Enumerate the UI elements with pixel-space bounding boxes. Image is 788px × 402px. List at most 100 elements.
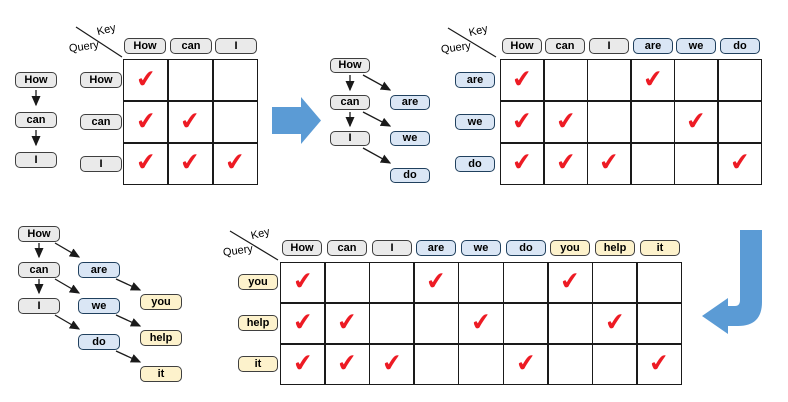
m1-key-how: How — [124, 38, 166, 54]
matrix-cell: ✔ — [593, 303, 637, 344]
matrix-cell — [548, 303, 592, 344]
matrix-cell: ✔ — [414, 263, 458, 303]
m1-key-axis-label: Key — [95, 21, 118, 39]
check-icon: ✔ — [134, 63, 158, 94]
matrix-cell: ✔ — [370, 344, 414, 384]
matrix-cell: ✔ — [325, 344, 369, 384]
m3-query-help: help — [238, 315, 278, 331]
p2-tree-token-we: we — [390, 131, 430, 146]
check-icon: ✔ — [510, 147, 534, 178]
m2-key-do: do — [720, 38, 760, 54]
matrix-cell — [414, 344, 458, 384]
m3-key-axis-label: Key — [249, 225, 272, 243]
m2-query-do: do — [455, 156, 495, 172]
matrix-cell — [213, 101, 257, 143]
matrix-cell: ✔ — [213, 143, 257, 184]
matrix-cell — [414, 303, 458, 344]
matrix-cell: ✔ — [124, 101, 168, 143]
matrix-cell: ✔ — [548, 263, 592, 303]
m1-query-how: How — [80, 72, 122, 88]
p3-tree-token-you: you — [140, 294, 182, 310]
matrix-cell: ✔ — [281, 263, 325, 303]
matrix-cell — [588, 101, 631, 143]
m3-query-you: you — [238, 274, 278, 290]
p3-tree-token-do: do — [78, 334, 120, 350]
p2-tree-token-are: are — [390, 95, 430, 110]
p2-tree-token-can: can — [330, 95, 370, 110]
matrix-cell — [544, 60, 587, 101]
matrix-cell: ✔ — [168, 143, 213, 184]
m3-key-can: can — [327, 240, 367, 256]
matrix-cell — [631, 101, 674, 143]
p3-tree-token-are: are — [78, 262, 120, 278]
p3-arrow-can-we — [54, 278, 81, 294]
m3-key-do: do — [506, 240, 546, 256]
m3-key-how: How — [282, 240, 322, 256]
matrix-cell: ✔ — [544, 101, 587, 143]
matrix-cell — [718, 101, 761, 143]
m2-key-we: we — [676, 38, 716, 54]
matrix-cell: ✔ — [325, 303, 369, 344]
check-icon: ✔ — [335, 307, 359, 337]
matrix-cell — [503, 263, 548, 303]
matrix-cell — [370, 263, 414, 303]
matrix-cell — [548, 344, 592, 384]
right-block-arrow — [272, 97, 321, 144]
p3-tree-token-we: we — [78, 298, 120, 314]
m3-key-it: it — [640, 240, 680, 256]
m1-key-can: can — [170, 38, 212, 54]
p2-arrow-can-we — [362, 111, 392, 127]
check-icon: ✔ — [134, 105, 158, 136]
matrix-cell — [593, 344, 637, 384]
check-icon: ✔ — [179, 147, 202, 178]
matrix-cell — [459, 263, 503, 303]
check-icon: ✔ — [291, 347, 315, 378]
matrix-cell — [325, 263, 369, 303]
matrix-cell — [593, 263, 637, 303]
p2-tree-token-how: How — [330, 58, 370, 73]
check-icon: ✔ — [291, 307, 315, 337]
matrix-cell — [637, 303, 681, 344]
matrix-cell — [588, 60, 631, 101]
down-left-turn-arrow — [702, 230, 762, 334]
matrix-cell — [459, 344, 503, 384]
m2-key-i: I — [589, 38, 629, 54]
matrix-cell: ✔ — [281, 303, 325, 344]
p3-arrow-i-do — [54, 314, 81, 330]
matrix-cell: ✔ — [124, 60, 168, 101]
matrix-cell: ✔ — [124, 143, 168, 184]
matrix-cell: ✔ — [637, 344, 681, 384]
matrix-cell: ✔ — [168, 101, 213, 143]
matrix-cell — [370, 303, 414, 344]
check-icon: ✔ — [728, 147, 752, 178]
m1-query-axis-label: Query — [68, 38, 100, 56]
p3-tree-token-i: I — [18, 298, 60, 314]
attention-matrix-2: ✔✔✔✔✔✔✔✔✔ — [500, 59, 762, 185]
m3-key-are: are — [416, 240, 456, 256]
m2-key-how: How — [502, 38, 542, 54]
check-icon: ✔ — [424, 266, 448, 297]
m2-key-axis-label: Key — [467, 22, 490, 40]
matrix-cell — [637, 263, 681, 303]
attention-matrix-1: ✔ ✔ ✔ ✔ ✔ ✔ — [123, 59, 258, 185]
m1-key-i: I — [215, 38, 257, 54]
matrix-cell: ✔ — [675, 101, 718, 143]
m2-key-are: are — [633, 38, 673, 54]
p3-arrow-how-are — [54, 242, 81, 258]
check-icon: ✔ — [558, 266, 582, 297]
check-icon: ✔ — [510, 63, 534, 94]
check-icon: ✔ — [554, 147, 578, 178]
check-icon: ✔ — [597, 147, 621, 178]
p3-tree-token-can: can — [18, 262, 60, 278]
check-icon: ✔ — [179, 105, 202, 136]
m3-key-i: I — [372, 240, 412, 256]
p1-chain-token-how: How — [15, 72, 57, 88]
matrix-cell: ✔ — [718, 143, 761, 184]
check-icon: ✔ — [223, 147, 247, 178]
p2-tree-token-do: do — [390, 168, 430, 183]
matrix-cell — [675, 60, 718, 101]
matrix-cell — [675, 143, 718, 184]
m3-key-you: you — [550, 240, 590, 256]
matrix-cell: ✔ — [588, 143, 631, 184]
